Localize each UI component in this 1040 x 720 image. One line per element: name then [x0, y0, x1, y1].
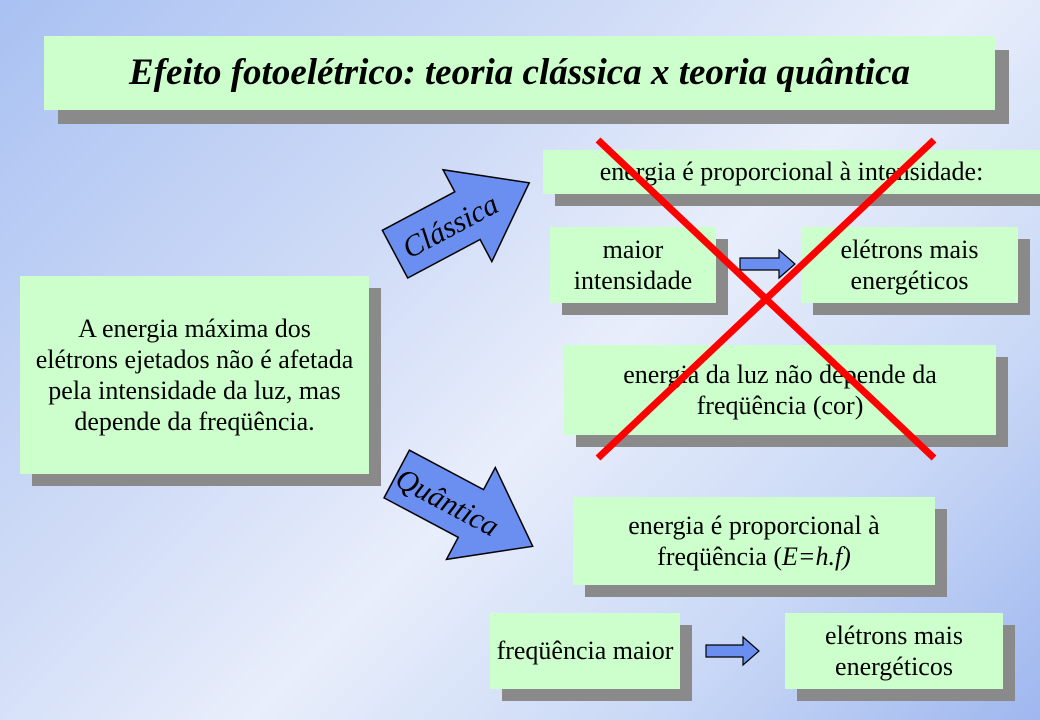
classical-statement-text: energia é proporcional à intensidade:: [599, 157, 984, 187]
slide-title: Efeito fotoelétrico: teoria clássica x t…: [44, 36, 995, 110]
quantum-cause-box: freqüência maior: [490, 613, 680, 689]
classical-effect-box: elétrons mais energéticos: [801, 227, 1018, 303]
classical-cause-text: maior intensidade: [573, 234, 693, 295]
slide-title-text: Efeito fotoelétrico: teoria clássica x t…: [128, 51, 910, 93]
quantum-cause-text: freqüência maior: [496, 636, 674, 666]
classical-note-box: energia da luz não depende da freqüência…: [564, 345, 996, 435]
quantum-statement-text: energia é proporcional à freqüência (E=h…: [583, 510, 925, 572]
classical-arrow-icon: Clássica: [381, 168, 531, 280]
classical-small-arrow-icon: [739, 248, 796, 280]
classical-statement-box: energia é proporcional à intensidade:: [543, 150, 1040, 194]
quantum-statement-box: energia é proporcional à freqüência (E=h…: [573, 497, 935, 585]
classical-label: Clássica: [397, 188, 504, 266]
classical-note-text: energia da luz não depende da freqüência…: [623, 359, 937, 420]
classical-effect-text: elétrons mais energéticos: [840, 234, 979, 295]
classical-cause-box: maior intensidade: [550, 227, 716, 303]
quantum-formula: E=h.f): [782, 542, 851, 571]
quantum-effect-box: elétrons mais energéticos: [785, 613, 1003, 689]
quantum-arrow-icon: Quântica: [383, 449, 534, 561]
main-statement-box: A energia máxima dos elétrons ejetados n…: [20, 276, 369, 474]
quantum-small-arrow-icon: [705, 635, 760, 667]
main-statement-text: A energia máxima dos elétrons ejetados n…: [35, 313, 354, 437]
quantum-label: Quântica: [390, 462, 504, 544]
quantum-statement-words: energia é proporcional à freqüência (: [628, 510, 880, 571]
quantum-effect-text: elétrons mais energéticos: [825, 620, 963, 681]
